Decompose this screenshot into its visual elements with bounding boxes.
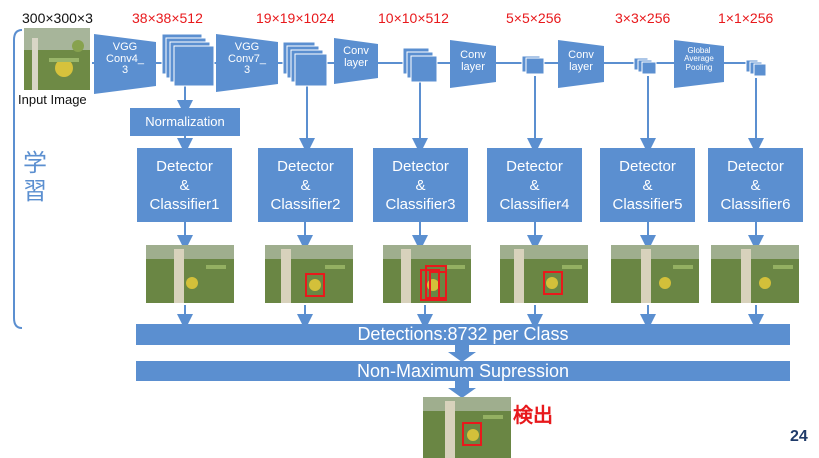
detector-line2: & [179,176,190,194]
result-image [423,397,511,458]
detections-bar: Detections:8732 per Class [136,324,790,345]
thumbnail-2 [265,245,353,303]
layer-global-pooling: Global Average Pooling [684,46,714,72]
pipeline-shapes [94,33,767,94]
detection-box [462,422,482,446]
detector-line3: Classifier4 [499,195,570,213]
detector-line1: Detector [392,157,449,175]
detector-line3: Classifier5 [612,195,683,213]
detector-2: Detector & Classifier2 [258,148,353,222]
detection-box [429,271,447,301]
detector-line3: Classifier1 [149,195,220,213]
detector-line1: Detector [506,157,563,175]
input-image [24,28,90,90]
detector-line1: Detector [277,157,334,175]
detector-6: Detector & Classifier6 [708,148,803,222]
detector-1: Detector & Classifier1 [137,148,232,222]
detection-box [543,271,563,295]
learning-label: 学 習 [23,150,47,205]
detector-line3: Classifier3 [385,195,456,213]
thumbnail-1 [146,245,234,303]
layer-vgg-conv7: VGG Conv7_ 3 [228,41,266,77]
detector-line2: & [300,176,311,194]
detector-line2: & [642,176,653,194]
nms-bar: Non-Maximum Supression [136,361,790,381]
detector-line1: Detector [727,157,784,175]
layer-vgg-conv4: VGG Conv4_ 3 [106,41,144,77]
layer-conv-2: Conv layer [460,49,486,73]
detector-line3: Classifier2 [270,195,341,213]
detector-line3: Classifier6 [720,195,791,213]
detector-line1: Detector [156,157,213,175]
detector-3: Detector & Classifier3 [373,148,468,222]
thumbnail-6 [711,245,799,303]
layer-conv-3: Conv layer [568,49,594,73]
nms-label: Non-Maximum Supression [356,361,570,381]
dim-conv9: 5×5×256 [506,10,562,26]
page-number: 24 [790,428,808,445]
detector-line2: & [415,176,426,194]
thumbnail-4 [500,245,588,303]
dim-conv10: 3×3×256 [615,10,671,26]
detector-4: Detector & Classifier4 [487,148,582,222]
detector-line2: & [529,176,540,194]
thumbnail-5 [611,245,699,303]
detector-line2: & [750,176,761,194]
dim-input: 300×300×3 [22,10,93,26]
normalization-box: Normalization [130,108,240,136]
dim-conv7: 19×19×1024 [256,10,335,26]
dim-pool: 1×1×256 [718,10,774,26]
result-label: 検出 [513,405,553,427]
thumbnail-3 [383,245,471,303]
layer-conv-1: Conv layer [343,45,369,69]
detector-line1: Detector [619,157,676,175]
input-image-label: Input Image [18,92,87,107]
dim-conv4: 38×38×512 [132,10,203,26]
detection-box [305,273,325,297]
dim-conv8: 10×10×512 [378,10,449,26]
detector-5: Detector & Classifier5 [600,148,695,222]
